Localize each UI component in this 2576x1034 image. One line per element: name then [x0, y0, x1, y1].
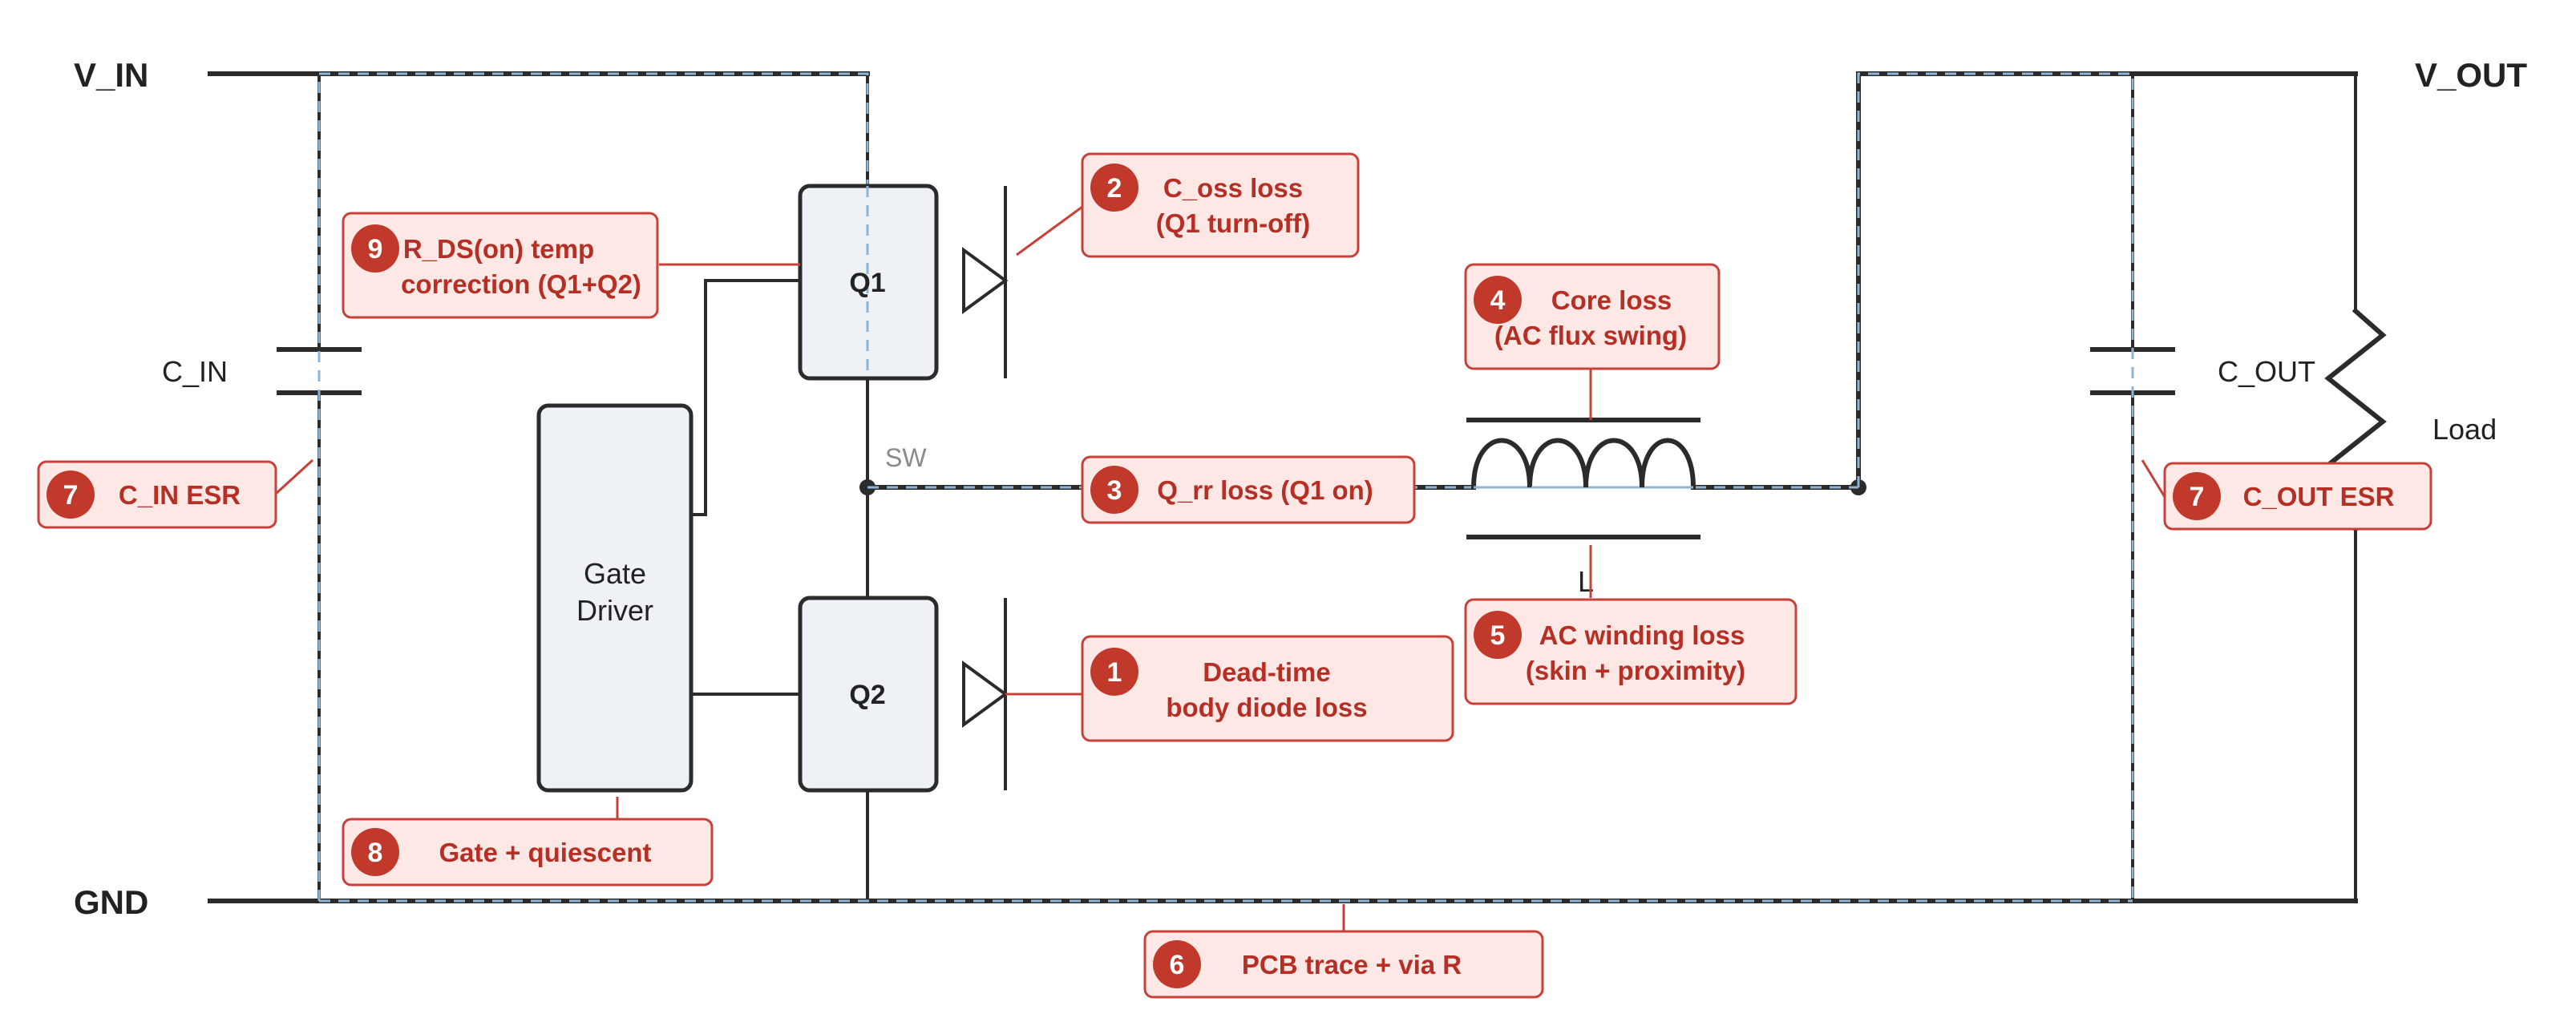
callout-1: 1 Dead-time body diode loss: [1081, 635, 1454, 742]
callout-9-line2: correction (Q1+Q2): [401, 269, 641, 299]
q1-body-diode: [962, 186, 1009, 378]
leader-7a: [274, 458, 314, 495]
leader-lines: [274, 205, 2166, 931]
q1-label: Q1: [849, 268, 885, 298]
leader-2: [1016, 205, 1083, 256]
leader-7b: [2141, 459, 2166, 498]
callout-4-badge: [1474, 276, 1522, 324]
callout-5-badge: [1474, 611, 1522, 659]
callout-8-badge: [351, 828, 399, 876]
callout-4-number: 4: [1490, 285, 1506, 316]
q2-body: [798, 596, 939, 793]
callout-2-badge: [1090, 164, 1138, 212]
q1-diode-triangle: [962, 247, 1009, 314]
callout-7-cout-line1: C_OUT ESR: [2243, 482, 2395, 511]
callout-7-cout-box: [2163, 462, 2432, 531]
callout-5-number: 5: [1490, 620, 1506, 651]
callout-2-line1: C_oss loss: [1163, 173, 1303, 203]
callout-7-cout: 7 C_OUT ESR: [2163, 462, 2432, 531]
callout-4-box: [1464, 263, 1721, 370]
gate-driver-label-line1: Gate: [584, 557, 646, 590]
cin-label: C_IN: [162, 355, 228, 388]
callout-9-box: [342, 212, 659, 319]
gate-q1-wire: [691, 279, 800, 516]
callout-2: 2 C_oss loss (Q1 turn-off): [1081, 152, 1360, 258]
gnd-label: GND: [74, 883, 148, 921]
callout-7-cin-line1: C_IN ESR: [119, 480, 241, 510]
callout-8-line1: Gate + quiescent: [439, 838, 651, 867]
callout-4-line2: (AC flux swing): [1494, 321, 1687, 350]
callout-6: 6 PCB trace + via R: [1143, 930, 1544, 999]
callout-1-line1: Dead-time: [1203, 657, 1331, 687]
callout-3-line1: Q_rr loss (Q1 on): [1157, 475, 1373, 505]
callout-1-line2: body diode loss: [1166, 693, 1367, 722]
gate-driver: Gate Driver: [536, 403, 694, 793]
q1-mosfet: Q1: [798, 184, 939, 381]
callout-3: 3 Q_rr loss (Q1 on): [1081, 455, 1416, 524]
vin-label: V_IN: [74, 56, 148, 94]
vout-label: V_OUT: [2415, 56, 2527, 94]
callout-9-badge: [351, 224, 399, 273]
callout-6-box: [1143, 930, 1544, 999]
sw-node-label: SW: [885, 443, 927, 472]
q2-mosfet: Q2: [798, 596, 939, 793]
callout-9: 9 R_DS(on) temp correction (Q1+Q2): [342, 212, 659, 319]
callout-2-box: [1081, 152, 1360, 258]
callout-4: 4 Core loss (AC flux swing): [1464, 263, 1721, 370]
callout-5: 5 AC winding loss (skin + proximity): [1464, 598, 1798, 705]
callout-4-line1: Core loss: [1551, 285, 1672, 315]
callout-1-badge: [1090, 648, 1138, 696]
callout-1-box: [1081, 635, 1454, 742]
callout-3-box: [1081, 455, 1416, 524]
q2-body-diode: [962, 598, 1009, 790]
callout-3-badge: [1090, 466, 1138, 514]
inductor: L: [1466, 418, 1700, 598]
cout-label: C_OUT: [2218, 355, 2315, 388]
callout-7-cout-badge: [2173, 472, 2221, 520]
input-loop-path: [317, 72, 869, 901]
callout-8-number: 8: [368, 838, 383, 868]
callout-3-number: 3: [1107, 475, 1122, 506]
callout-9-line1: R_DS(on) temp: [403, 234, 594, 264]
gate-driver-label-line2: Driver: [576, 594, 653, 627]
callout-8-box: [342, 818, 714, 887]
callout-7-cin-box: [37, 460, 277, 529]
gate-driver-body: [536, 403, 694, 793]
q2-label: Q2: [849, 680, 885, 710]
callout-7-cout-number: 7: [2190, 482, 2205, 512]
callout-2-line2: (Q1 turn-off): [1156, 208, 1310, 238]
callout-9-number: 9: [368, 234, 383, 265]
callout-6-number: 6: [1170, 950, 1185, 980]
load-label: Load: [2432, 413, 2497, 446]
callout-2-number: 2: [1107, 173, 1122, 204]
inductor-winding: [1470, 438, 1696, 491]
callout-7-cin-badge: [47, 471, 95, 519]
callout-1-number: 1: [1107, 657, 1122, 688]
callout-7-cin-number: 7: [63, 480, 79, 511]
output-loop-path: [1857, 72, 2134, 901]
callout-6-badge: [1153, 940, 1201, 988]
callout-7-cin: 7 C_IN ESR: [37, 460, 277, 529]
callout-5-line1: AC winding loss: [1539, 620, 1745, 650]
callout-5-line2: (skin + proximity): [1526, 656, 1745, 685]
callout-8: 8 Gate + quiescent: [342, 818, 714, 887]
q2-diode-triangle: [962, 660, 1009, 728]
callout-5-box: [1464, 598, 1798, 705]
callout-6-line1: PCB trace + via R: [1242, 950, 1462, 979]
